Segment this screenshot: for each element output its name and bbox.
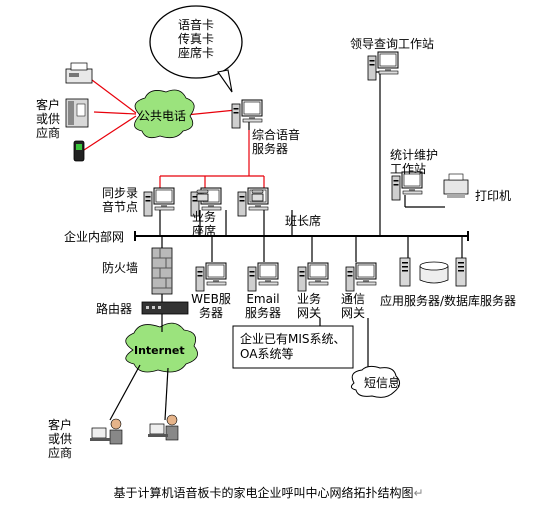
customer-bottom-label: 客户 或供 应商 — [46, 418, 74, 460]
mobile-phone-icon — [73, 140, 85, 162]
bubble-line-fax-card: 传真卡 — [177, 32, 214, 46]
database-icon — [419, 261, 449, 284]
internet-cloud — [125, 322, 198, 373]
firewall-icon — [151, 247, 173, 295]
voice-server-label-1: 综合语音 — [252, 128, 301, 142]
business-gateway-label: 业务 网关 — [294, 292, 324, 320]
mis-label-2: OA系统等 — [240, 347, 294, 361]
paragraph-mark: ↵ — [413, 486, 424, 500]
agent-seat-label-2: 座席 — [192, 224, 217, 238]
voice-server-label-2: 服务器 — [252, 142, 289, 156]
web-server-icon — [195, 262, 227, 292]
app-db-server-label: 应用服务器/数据库服务器 — [380, 294, 517, 308]
recorder-label-2: 音节点 — [102, 200, 139, 214]
recorder-node-icon — [143, 187, 175, 217]
bubble-line-agent-card: 座席卡 — [177, 46, 214, 60]
router-label: 路由器 — [96, 302, 133, 316]
email-server-label: Email 服务器 — [240, 292, 286, 320]
business-gateway-icon — [297, 262, 329, 292]
supervisor-label: 班长席 — [285, 214, 322, 228]
router-icon — [141, 301, 189, 315]
leader-station-icon — [367, 51, 399, 81]
bubble-line-voice-card: 语音卡 — [177, 18, 214, 32]
figure-caption: 基于计算机语音板卡的家电企业呼叫中心网络拓扑结构图↵ — [0, 484, 537, 501]
phone-lines — [83, 79, 265, 190]
web-server-label: WEB服 务器 — [190, 292, 232, 320]
stats-station-label-1: 统计维护 — [390, 148, 439, 162]
comm-gateway-line-2: 网关 — [340, 306, 365, 320]
caption-text: 基于计算机语音板卡的家电企业呼叫中心网络拓扑结构图 — [113, 486, 414, 500]
leader-station-label: 领导查询工作站 — [350, 37, 435, 51]
customer-laptop-icon-right — [148, 414, 179, 441]
bubble-text: 语音卡 传真卡 座席卡 — [172, 18, 220, 60]
intranet-label: 企业内部网 — [64, 230, 125, 244]
agent-phone-icon — [196, 189, 209, 202]
sms-label: 短信息 — [364, 376, 401, 390]
web-server-line-1: WEB服 — [191, 292, 231, 306]
customer-bottom-line-2: 或供 — [47, 432, 72, 446]
mis-label-1: 企业已有MIS系统、 — [240, 332, 346, 346]
comm-gateway-line-1: 通信 — [340, 292, 365, 306]
voice-server-icon — [231, 99, 263, 129]
supervisor-phone-icon — [251, 189, 264, 202]
customer-bottom-line-3: 应商 — [47, 446, 72, 460]
db-server-icon — [455, 257, 467, 287]
comm-gateway-icon — [345, 262, 377, 292]
agent-seat-label-1: 业务 — [192, 210, 217, 224]
fax-icon — [65, 62, 93, 84]
recorder-label-1: 同步录 — [102, 186, 139, 200]
web-server-line-2: 务器 — [198, 306, 223, 320]
firewall-label: 防火墙 — [102, 261, 139, 275]
customer-top-line-2: 或供 — [35, 112, 60, 126]
customer-top-label: 客户 或供 应商 — [34, 98, 62, 140]
customer-laptop-icon-left — [90, 418, 123, 445]
mis-box — [232, 325, 354, 369]
stats-station-label-2: 工作站 — [390, 162, 427, 176]
app-server-icon — [399, 257, 411, 287]
email-server-line-2: 服务器 — [244, 306, 281, 320]
stats-station-icon — [391, 171, 423, 201]
sms-cloud — [350, 365, 400, 398]
desk-phone-icon — [65, 98, 89, 128]
internet-label: Internet — [134, 344, 185, 357]
pstn-label: 公共电话 — [138, 109, 187, 123]
customer-bottom-line-1: 客户 — [47, 418, 72, 432]
printer-icon — [443, 173, 469, 198]
comm-gateway-label: 通信 网关 — [338, 292, 368, 320]
business-gateway-line-1: 业务 — [296, 292, 321, 306]
customer-top-line-1: 客户 — [35, 98, 60, 112]
customer-top-line-3: 应商 — [35, 126, 60, 140]
thought-bubble — [149, 5, 243, 93]
pstn-cloud — [134, 89, 195, 139]
printer-label: 打印机 — [475, 189, 512, 203]
email-server-line-1: Email — [246, 292, 280, 306]
email-server-icon — [247, 262, 279, 292]
business-gateway-line-2: 网关 — [296, 306, 321, 320]
